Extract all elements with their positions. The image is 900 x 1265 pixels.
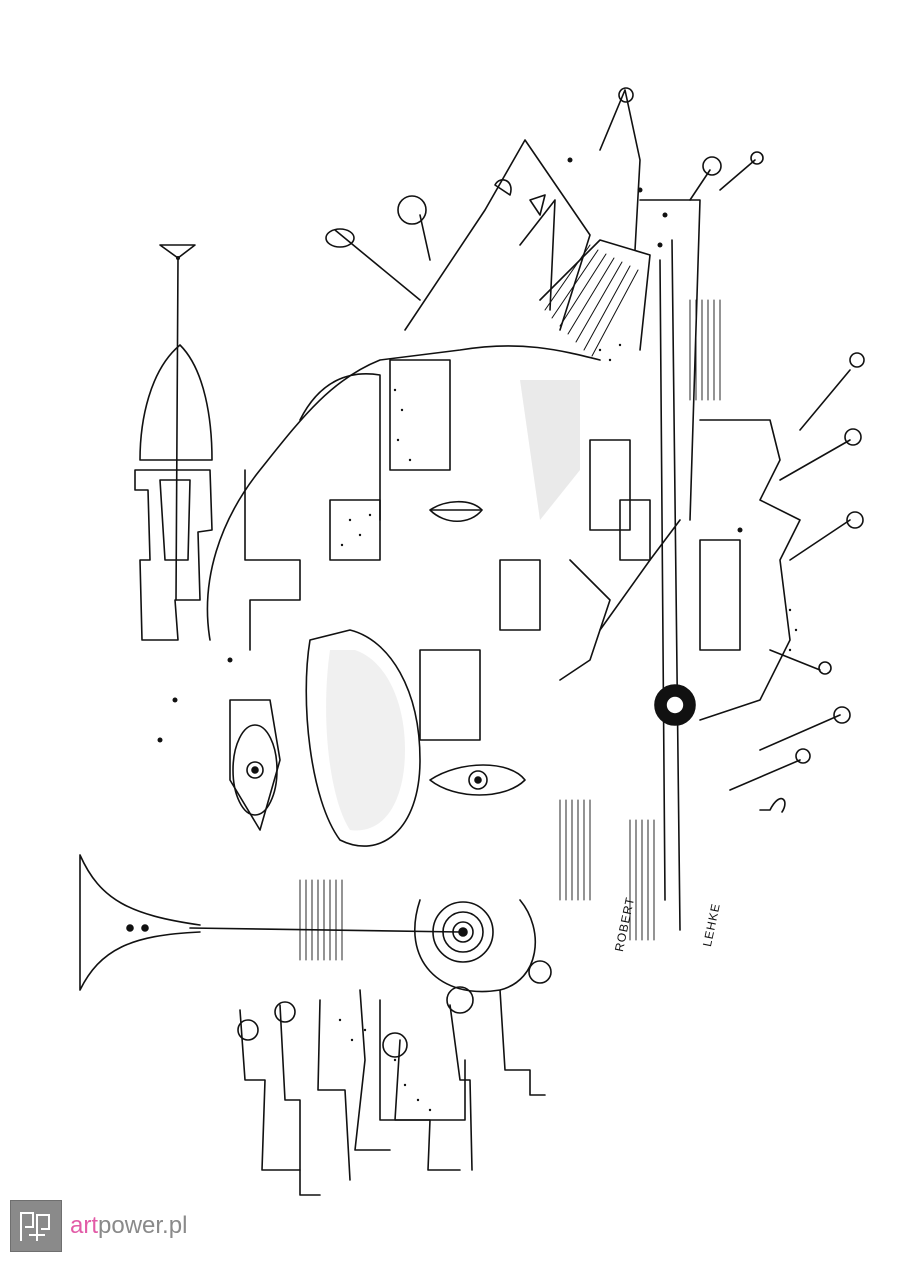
- artpower-logo-icon: [10, 1200, 62, 1252]
- site-watermark: artpower.pl: [10, 1200, 187, 1252]
- watermark-accent: art: [70, 1212, 99, 1239]
- watermark-domain: power.pl: [98, 1212, 188, 1239]
- watermark-text: artpower.pl: [70, 1212, 187, 1240]
